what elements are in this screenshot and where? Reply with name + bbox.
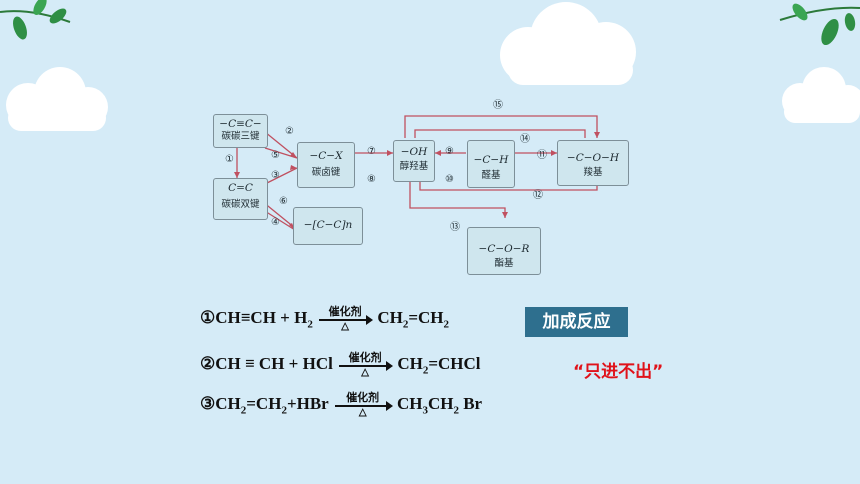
eq-text: CH: [396, 393, 423, 413]
equation-1: ①CH≡CH + H2 催化剂 △ CH2=CH2: [200, 306, 449, 332]
box-label: 碳碳三键: [221, 131, 260, 143]
reaction-condition: 催化剂 △: [334, 391, 393, 418]
step-number: ⑭: [520, 134, 530, 145]
eq-text: ③CH: [200, 393, 241, 413]
eq-sub: 2: [307, 318, 313, 331]
cloud-right: [782, 67, 860, 123]
formula-text: C=C: [228, 182, 253, 194]
leaf-branch-top-right-icon: [779, 3, 860, 46]
step-number: ①: [225, 154, 234, 165]
eq-text: =CH: [408, 307, 444, 327]
formula-text: −C−H: [473, 154, 509, 166]
eq-text: =CH: [246, 393, 282, 413]
heat-symbol: △: [358, 407, 367, 418]
eq-sub: 2: [240, 404, 247, 417]
formula-text: −OH: [400, 146, 428, 158]
reaction-condition: 催化剂 △: [319, 305, 374, 332]
reaction-condition: 催化剂 △: [339, 351, 394, 378]
eq-text: CH: [427, 393, 454, 413]
cloud-left: [6, 67, 108, 131]
step-number: ⑩: [445, 174, 454, 185]
eq-text: CH: [397, 353, 423, 373]
box-triple-bond: −C≡C− 碳碳三键: [213, 114, 268, 148]
box-label: 醛基: [481, 170, 501, 182]
equation-2: ②CH ≡ CH + HCl 催化剂 △ CH2=CHCl: [200, 352, 481, 378]
step-number: ④: [271, 217, 280, 228]
formula-text: −C−X: [309, 150, 343, 162]
cloud-top-right: [500, 2, 636, 85]
step-number: ⑪: [537, 150, 547, 161]
eq-sub: 3: [422, 404, 428, 417]
step-number: ②: [285, 126, 294, 137]
catalyst-label: 催化剂: [328, 305, 362, 318]
box-label: 醇羟基: [399, 161, 429, 173]
eq-text: ①CH≡CH + H: [200, 307, 308, 327]
arrow-icon: [319, 315, 374, 325]
diagram-arrows: [234, 115, 600, 231]
formula-text: −C−O−H: [566, 152, 620, 164]
arrow-icon: [339, 361, 394, 371]
eq-text: +HBr: [286, 393, 329, 413]
heat-symbol: △: [361, 367, 369, 378]
step-number: ⑧: [367, 174, 376, 185]
eq-sub: 2: [281, 404, 287, 417]
step-number: ⑫: [533, 190, 543, 201]
arrow-icon: [334, 401, 393, 411]
step-number: ⑤: [271, 150, 280, 161]
step-number: ⑬: [450, 222, 460, 233]
eq-text: CH: [377, 307, 403, 327]
reaction-diagram: −C≡C− 碳碳三键 C=C 碳碳双键 −C−X 碳卤键 −[C−C]n −OH…: [205, 90, 645, 290]
formula-text: −[C−C]n: [303, 219, 353, 231]
leaf-branch-top-left-icon: [0, 0, 71, 40]
heat-symbol: △: [341, 321, 349, 332]
step-number: ⑥: [279, 196, 288, 207]
box-alcohol: −OH 醇羟基: [393, 140, 435, 182]
eq-sub: 2: [422, 364, 429, 377]
box-halide: −C−X 碳卤键: [297, 142, 355, 188]
step-number: ⑦: [367, 146, 376, 157]
box-label: 酯基: [494, 258, 514, 270]
box-label: 羧基: [583, 167, 603, 179]
step-number: ⑮: [493, 100, 503, 111]
eq-text: Br: [458, 393, 483, 413]
box-label: 碳碳双键: [221, 199, 260, 211]
catalyst-label: 催化剂: [346, 391, 380, 404]
eq-text: =CHCl: [428, 353, 481, 373]
box-aldehyde: −C−H 醛基: [467, 140, 515, 188]
box-ester: −C−O−R 酯基: [467, 227, 541, 275]
step-number: ③: [271, 170, 280, 181]
eq-sub: 2: [453, 404, 459, 417]
formula-text: −C≡C−: [219, 118, 262, 130]
addition-reaction-tag: 加成反应: [525, 307, 628, 337]
eq-sub: 2: [402, 318, 409, 331]
box-double-bond: C=C 碳碳双键: [213, 178, 268, 220]
note-text: “只进不出”: [573, 362, 664, 382]
step-number: ⑨: [445, 146, 454, 157]
catalyst-label: 催化剂: [348, 351, 382, 364]
eq-sub: 2: [443, 318, 450, 331]
box-label: 碳卤键: [311, 167, 341, 179]
box-carboxyl: −C−O−H 羧基: [557, 140, 629, 186]
equation-3: ③CH2=CH2+HBr 催化剂 △ CH3CH2 Br: [200, 392, 482, 418]
formula-text: −C−O−R: [478, 243, 530, 255]
eq-text: ②CH ≡ CH + HCl: [200, 353, 333, 373]
box-polymer: −[C−C]n: [293, 207, 363, 245]
